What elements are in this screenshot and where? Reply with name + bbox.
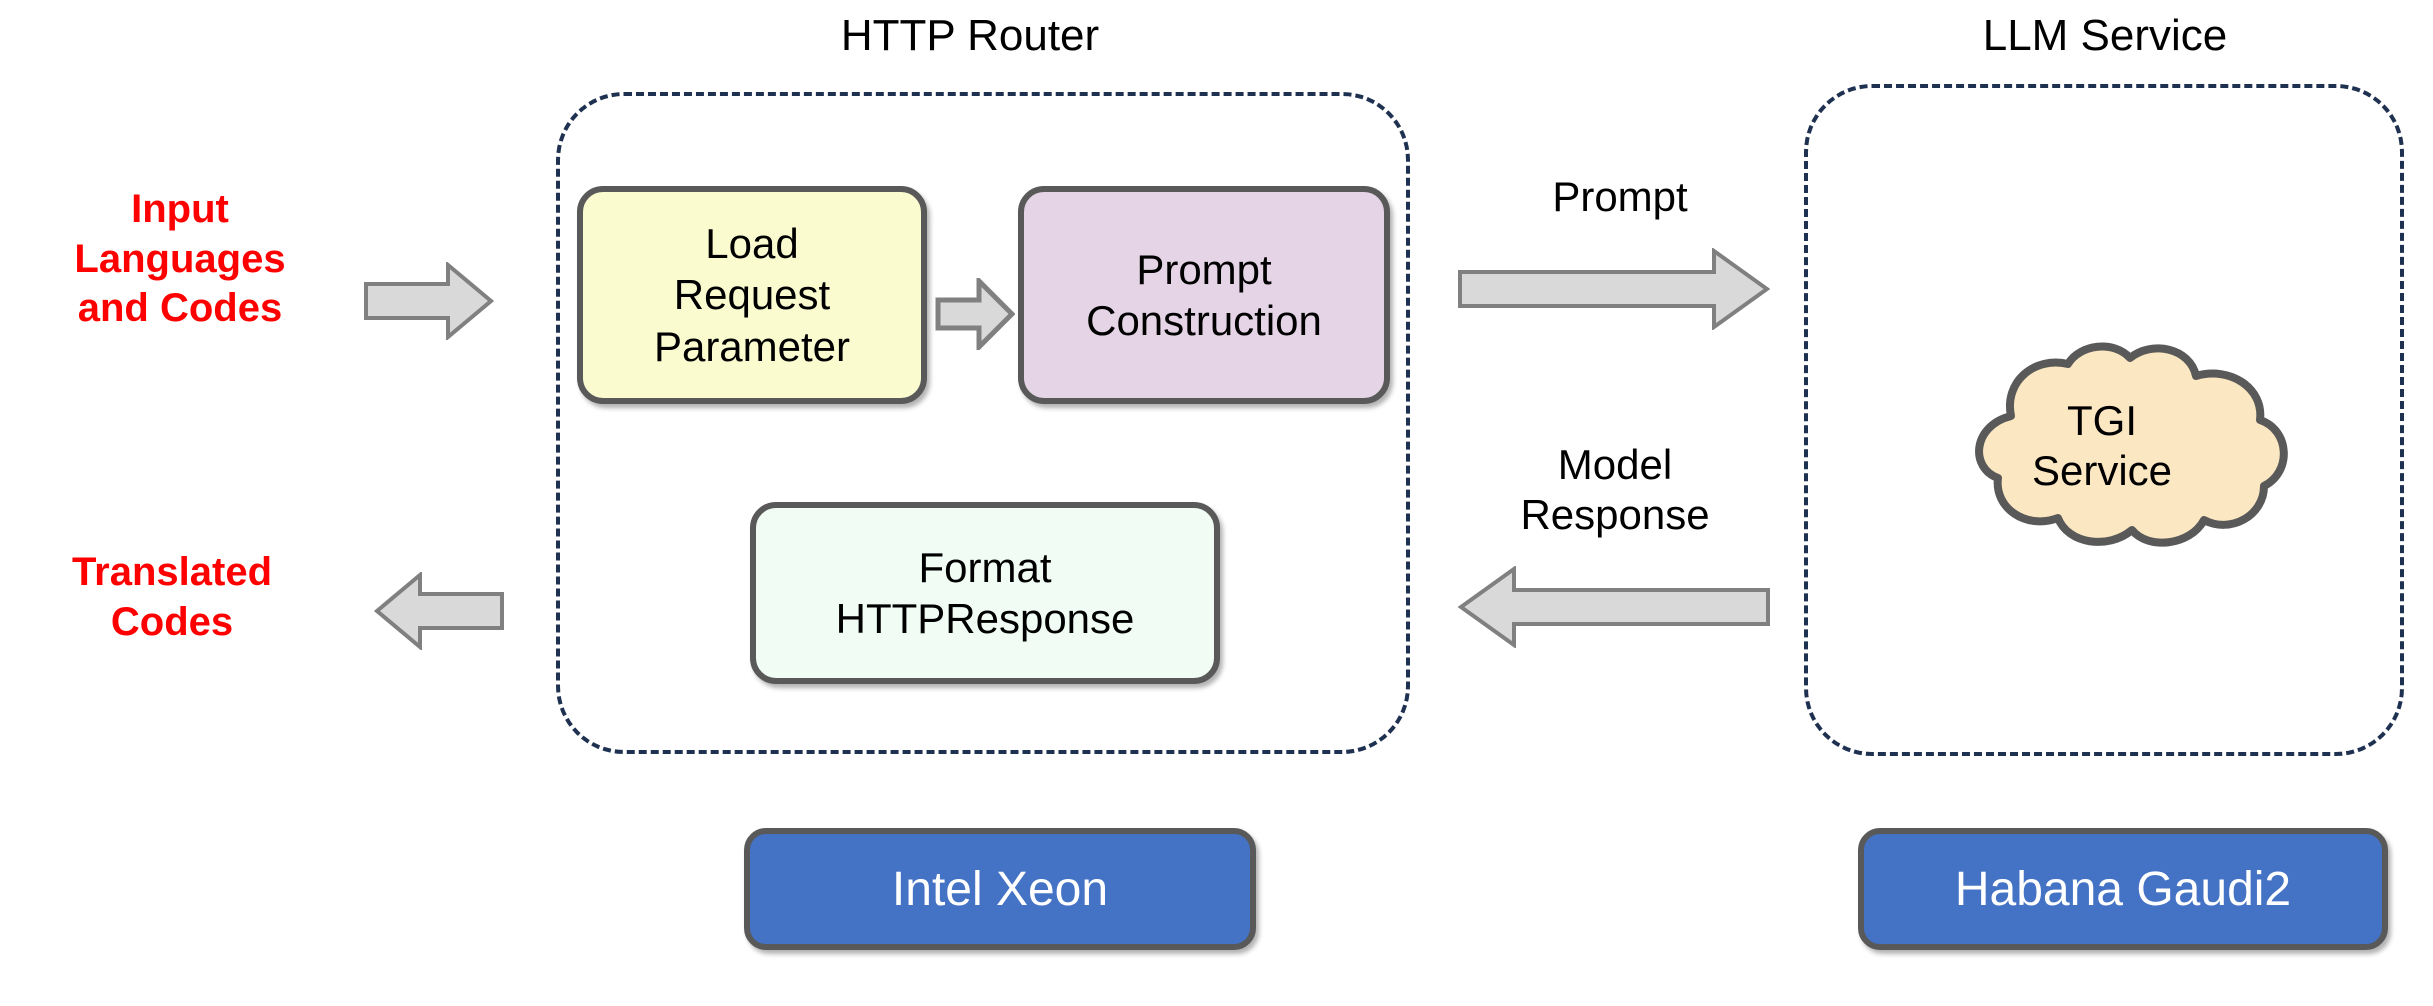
prompt-arrow-label: Prompt: [1552, 173, 1688, 220]
process-box-format-httpresponse[interactable]: Format HTTPResponse: [750, 502, 1220, 684]
input-arrow: [364, 262, 494, 340]
group-title-http-router: HTTP Router: [840, 11, 1100, 60]
hardware-bar-intel-xeon[interactable]: Intel Xeon: [744, 828, 1256, 950]
hardware-bar-habana-gaudi2[interactable]: Habana Gaudi2: [1858, 828, 2388, 950]
model-response-arrow: [1452, 566, 1770, 648]
load-to-prompt-arrow: [935, 278, 1015, 350]
prompt-arrow: [1458, 248, 1770, 330]
group-title-llm-service: LLM Service: [1982, 11, 2228, 60]
process-box-load-request-parameter[interactable]: Load Request Parameter: [577, 186, 927, 404]
output-label: Translated Codes: [71, 550, 273, 644]
tgi-service-cloud[interactable]: TGI Service: [1908, 338, 2296, 554]
model-response-arrow-label: Model Response: [1520, 441, 1710, 539]
tgi-service-label: TGI Service: [2031, 396, 2173, 494]
input-label: Input Languages and Codes: [74, 187, 286, 331]
process-box-prompt-construction[interactable]: Prompt Construction: [1018, 186, 1390, 404]
http-router-container: [556, 92, 1410, 754]
output-arrow: [374, 572, 504, 650]
llm-service-container: [1804, 84, 2404, 756]
